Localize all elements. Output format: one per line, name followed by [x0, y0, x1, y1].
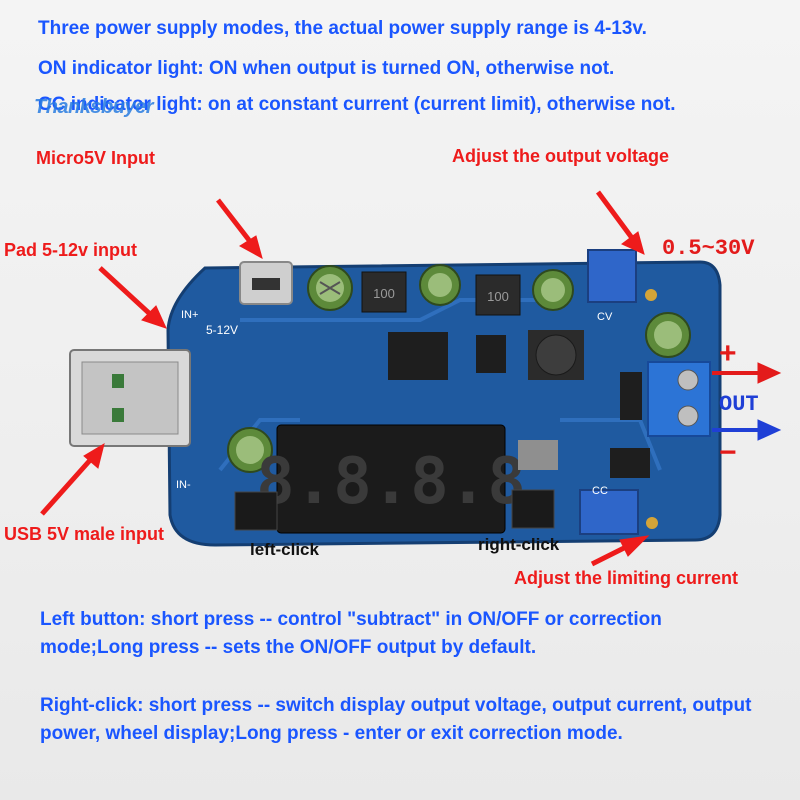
right-button-instructions: Right-click: short press -- switch displ… — [40, 695, 752, 744]
intro-line-3: CC indicator light: on at constant curre… — [38, 94, 676, 115]
indicator-block — [518, 440, 558, 470]
silk-input-range: 5-12V — [206, 323, 238, 337]
pot-screw — [646, 517, 658, 529]
arrow-out-minus — [712, 419, 782, 441]
capacitor — [227, 427, 273, 473]
left-button — [234, 491, 278, 531]
label-right-click: right-click — [478, 535, 560, 554]
arrow-usb-input — [40, 442, 105, 516]
terminal-screw — [677, 405, 699, 427]
capacitor — [645, 312, 691, 358]
watermark-logo: Thanksbuyer — [22, 92, 157, 134]
usb-hole — [112, 408, 124, 422]
terminal-screw — [677, 369, 699, 391]
capacitor — [307, 265, 353, 311]
silk-cc: CC — [592, 485, 608, 497]
label-usb-input: USB 5V male input — [4, 524, 165, 544]
label-adjust-current: Adjust the limiting current — [514, 568, 739, 588]
out-minus-sign: − — [719, 436, 737, 469]
silk-cv: CV — [597, 311, 613, 323]
capacitor — [532, 269, 574, 311]
label-pad-input: Pad 5-12v input — [4, 240, 138, 260]
label-adjust-voltage: Adjust the output voltage — [452, 146, 669, 166]
micro-usb-slot — [252, 278, 280, 290]
arrow-out-plus — [712, 362, 782, 384]
label-micro-input: Micro5V Input — [36, 148, 156, 168]
voltage-potentiometer — [587, 249, 637, 303]
round-inductor — [528, 330, 584, 380]
label-left-click: left-click — [250, 540, 319, 559]
inductor-label: 100 — [487, 289, 509, 304]
regulator-chip — [388, 332, 448, 380]
inductor-label: 100 — [373, 286, 395, 301]
out-plus-sign: + — [719, 337, 737, 370]
capacitor — [419, 264, 461, 306]
led-digits: 8.8.8.8 — [256, 445, 526, 519]
silk-in-minus: IN- — [176, 479, 191, 491]
right-button — [511, 489, 555, 529]
pot-screw — [645, 289, 657, 301]
output-terminal — [647, 361, 711, 437]
arrow-adjust-current — [590, 535, 650, 567]
left-button-instructions: Left button: short press -- control "sub… — [40, 609, 662, 658]
arrow-micro-input — [216, 198, 263, 260]
led-display — [276, 424, 506, 534]
ic-chip — [610, 448, 650, 478]
silk-in-plus: IN+ — [181, 309, 198, 321]
usb-shell — [81, 361, 179, 435]
intro-line-1: Three power supply modes, the actual pow… — [38, 18, 647, 39]
arrow-adjust-voltage — [595, 190, 645, 255]
out-label: OUT — [719, 392, 759, 417]
arrow-pad-input — [98, 266, 167, 329]
watermark-text: Thanksbuyer — [34, 96, 153, 118]
diode — [476, 335, 506, 373]
current-potentiometer — [579, 489, 639, 535]
smd-part — [620, 372, 642, 420]
inductor — [475, 274, 521, 316]
usb-hole — [112, 374, 124, 388]
intro-line-2: ON indicator light: ON when output is tu… — [38, 58, 615, 79]
inductor — [361, 271, 407, 313]
label-voltage-range: 0.5~30V — [662, 236, 755, 261]
